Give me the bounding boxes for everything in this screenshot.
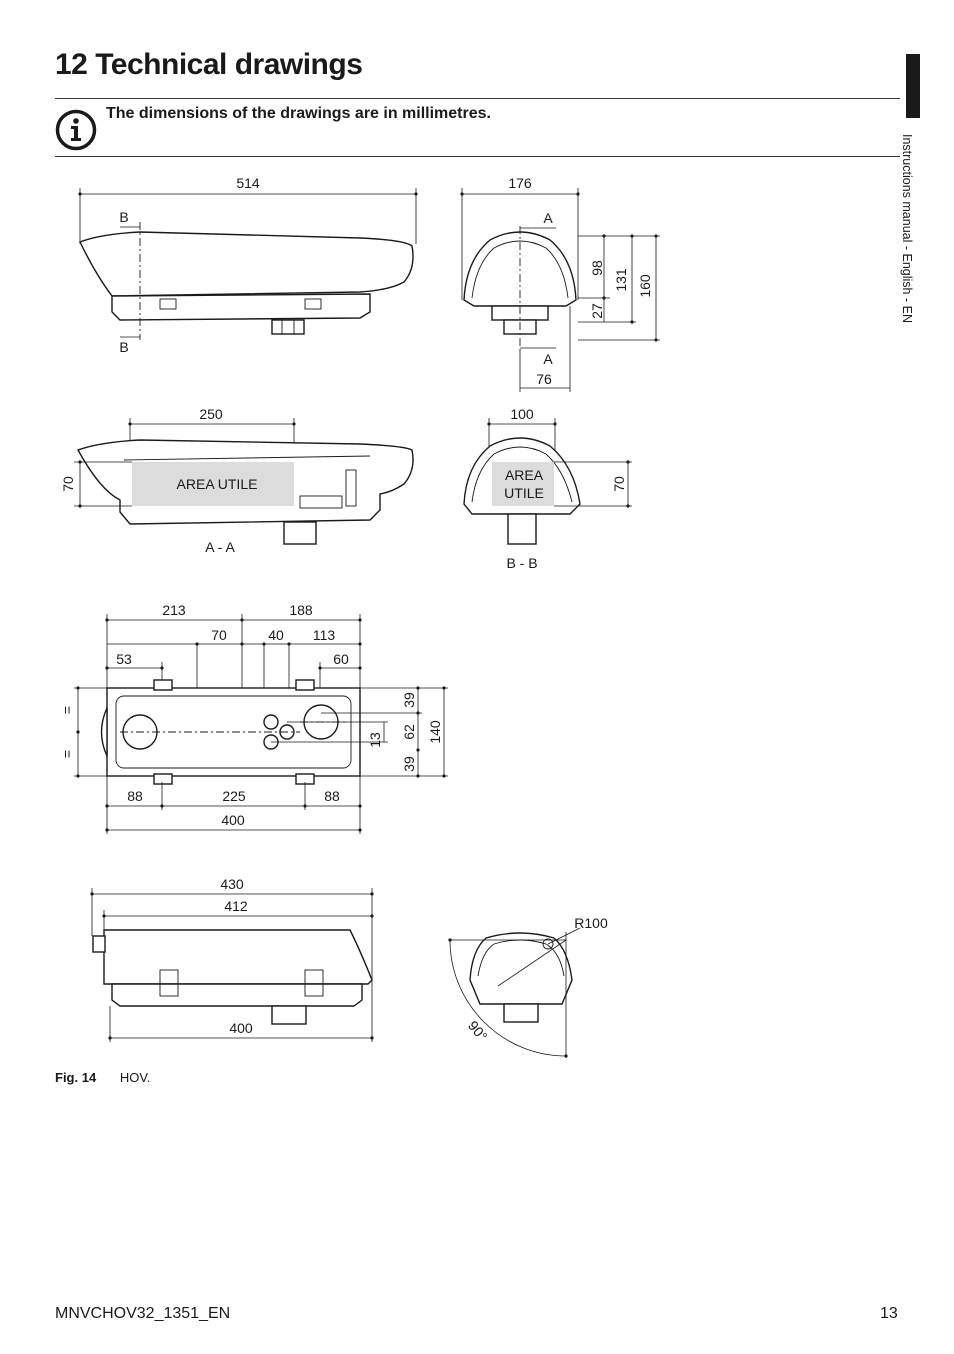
- dim-188: 188: [289, 602, 313, 618]
- side-view-drawing: 514 B B: [78, 175, 418, 355]
- dim-213: 213: [162, 602, 186, 618]
- figure-number: Fig. 14: [55, 1070, 97, 1085]
- dim-514: 514: [236, 175, 260, 191]
- dim-160: 160: [637, 274, 653, 298]
- area-utile-bb-line2: UTILE: [504, 485, 544, 501]
- area-utile-bb-line1: AREA: [505, 467, 544, 483]
- dim-250: 250: [199, 406, 223, 422]
- dim-430: 430: [220, 876, 244, 892]
- dim-88-right: 88: [324, 788, 340, 804]
- dim-100: 100: [510, 406, 534, 422]
- section-a-top: A: [543, 210, 553, 226]
- rotation-view-drawing: R100 90°: [448, 915, 608, 1058]
- document-code: MNVCHOV32_1351_EN: [55, 1305, 231, 1322]
- section-aa-drawing: 250 70 AREA UTILE A - A: [60, 406, 414, 555]
- top-rule: [55, 98, 900, 99]
- dim-39-top: 39: [401, 692, 417, 708]
- area-utile-aa: AREA UTILE: [177, 476, 258, 492]
- dim-140: 140: [427, 720, 443, 744]
- dim-400-bottom: 400: [221, 812, 245, 828]
- dim-13: 13: [367, 732, 383, 748]
- section-b-bottom: B: [119, 339, 128, 355]
- eq-symbol-top: =: [59, 706, 75, 714]
- section-a-bottom: A: [543, 351, 553, 367]
- dim-113: 113: [313, 627, 336, 643]
- dim-98: 98: [589, 260, 605, 276]
- section-b-top: B: [119, 209, 128, 225]
- page-title: 12 Technical drawings: [55, 48, 363, 81]
- eq-symbol-bottom: =: [59, 750, 75, 758]
- dim-88-left: 88: [127, 788, 143, 804]
- note-text: The dimensions of the drawings are in mi…: [106, 105, 491, 122]
- dim-131: 131: [613, 268, 629, 292]
- side-view-2-drawing: 430 412 400: [90, 876, 374, 1042]
- figure-text: HOV.: [119, 1070, 151, 1085]
- dim-176: 176: [508, 175, 532, 191]
- label-aa: A - A: [205, 539, 235, 555]
- dim-412: 412: [224, 898, 248, 914]
- bottom-view-drawing: 213 188 70 40 113 53 60 39 13 62 140 39 …: [59, 602, 448, 834]
- angle-label: 90°: [465, 1018, 491, 1045]
- label-bb: B - B: [506, 555, 537, 571]
- page-number: 13: [880, 1305, 898, 1322]
- radius-label: R100: [574, 915, 608, 931]
- dim-70-aa: 70: [60, 476, 76, 492]
- dim-70-bottom: 70: [211, 627, 227, 643]
- info-icon: [55, 109, 97, 151]
- front-view-drawing: 176 A A 98 131 160 27 76: [460, 175, 660, 392]
- dim-53: 53: [116, 651, 132, 667]
- figure-caption: Fig. 14 HOV.: [55, 1070, 150, 1085]
- dim-225: 225: [222, 788, 246, 804]
- dim-62: 62: [401, 724, 417, 740]
- dim-39-bottom: 39: [401, 756, 417, 772]
- dim-70-bb: 70: [611, 476, 627, 492]
- dim-400-side: 400: [229, 1020, 253, 1036]
- side-tab-marker: [906, 54, 920, 118]
- dim-27: 27: [589, 303, 605, 319]
- dim-40: 40: [268, 627, 284, 643]
- bottom-rule: [55, 156, 900, 157]
- dim-76: 76: [536, 371, 552, 387]
- section-bb-drawing: 100 AREA UTILE 70 B - B: [463, 406, 632, 571]
- dim-60: 60: [333, 651, 349, 667]
